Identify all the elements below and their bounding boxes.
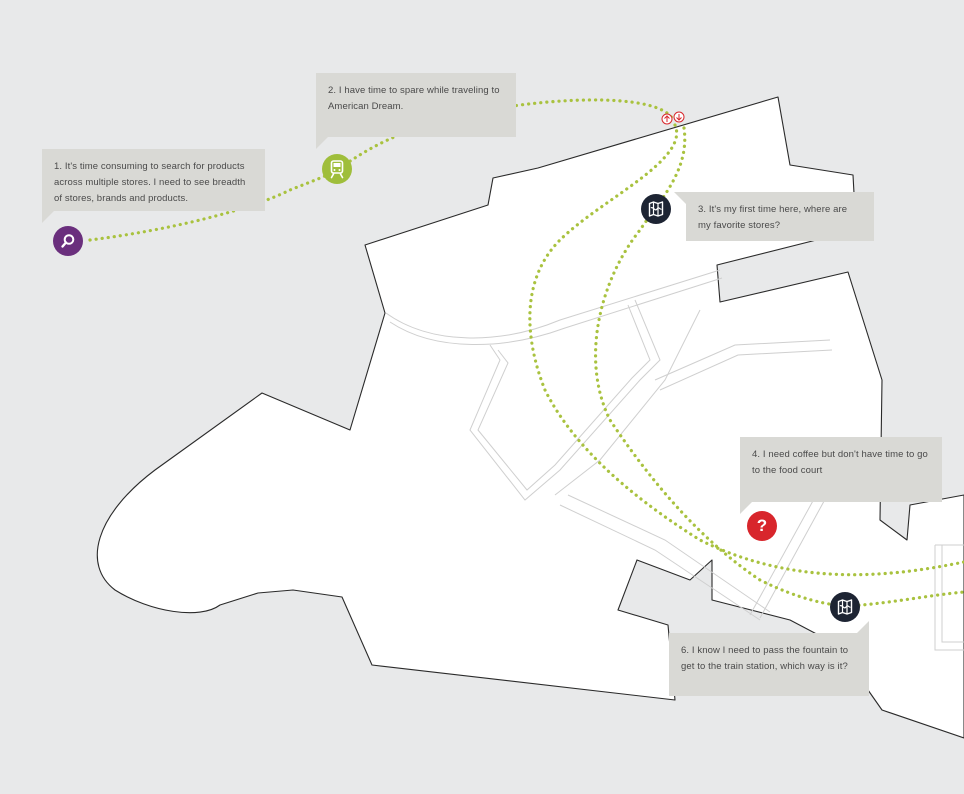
corridor-diagonal-2 [559,494,771,621]
map-pin-1 [641,194,671,224]
search-icon [61,234,75,248]
train-icon [330,160,344,179]
mall-building-outline [96,96,964,739]
corridor-left [469,299,661,501]
corridor-arc [385,269,721,339]
callout-6: 6. I know I need to pass the fountain to… [669,621,869,696]
escalator-icon [661,111,685,125]
map-icon [648,201,664,217]
search-pin [53,226,83,256]
corridor-east [934,544,964,651]
map-icon [837,599,853,615]
train-pin [322,154,352,184]
journey-path-descent-a [528,123,964,577]
journey-path-2-3 [338,98,674,170]
callout-2: 2. I have time to spare while traveling … [316,73,516,149]
callout-3: 3. It's my first time here, where are my… [674,192,874,241]
corridor-left-inner [477,304,651,491]
map-pin-2 [830,592,860,622]
journey-path-descent-b [593,126,964,608]
question-icon: ? [756,516,768,535]
corridor-arc-inner [389,277,723,345]
callout-1: 1. It's time consuming to search for pro… [42,149,265,223]
question-pin: ? [747,511,777,541]
corridor-mid [654,339,833,391]
callout-4: 4. I need coffee but don't have time to … [740,437,942,514]
journey-path-1-2 [88,166,342,242]
corridor-diagonal [554,309,701,496]
